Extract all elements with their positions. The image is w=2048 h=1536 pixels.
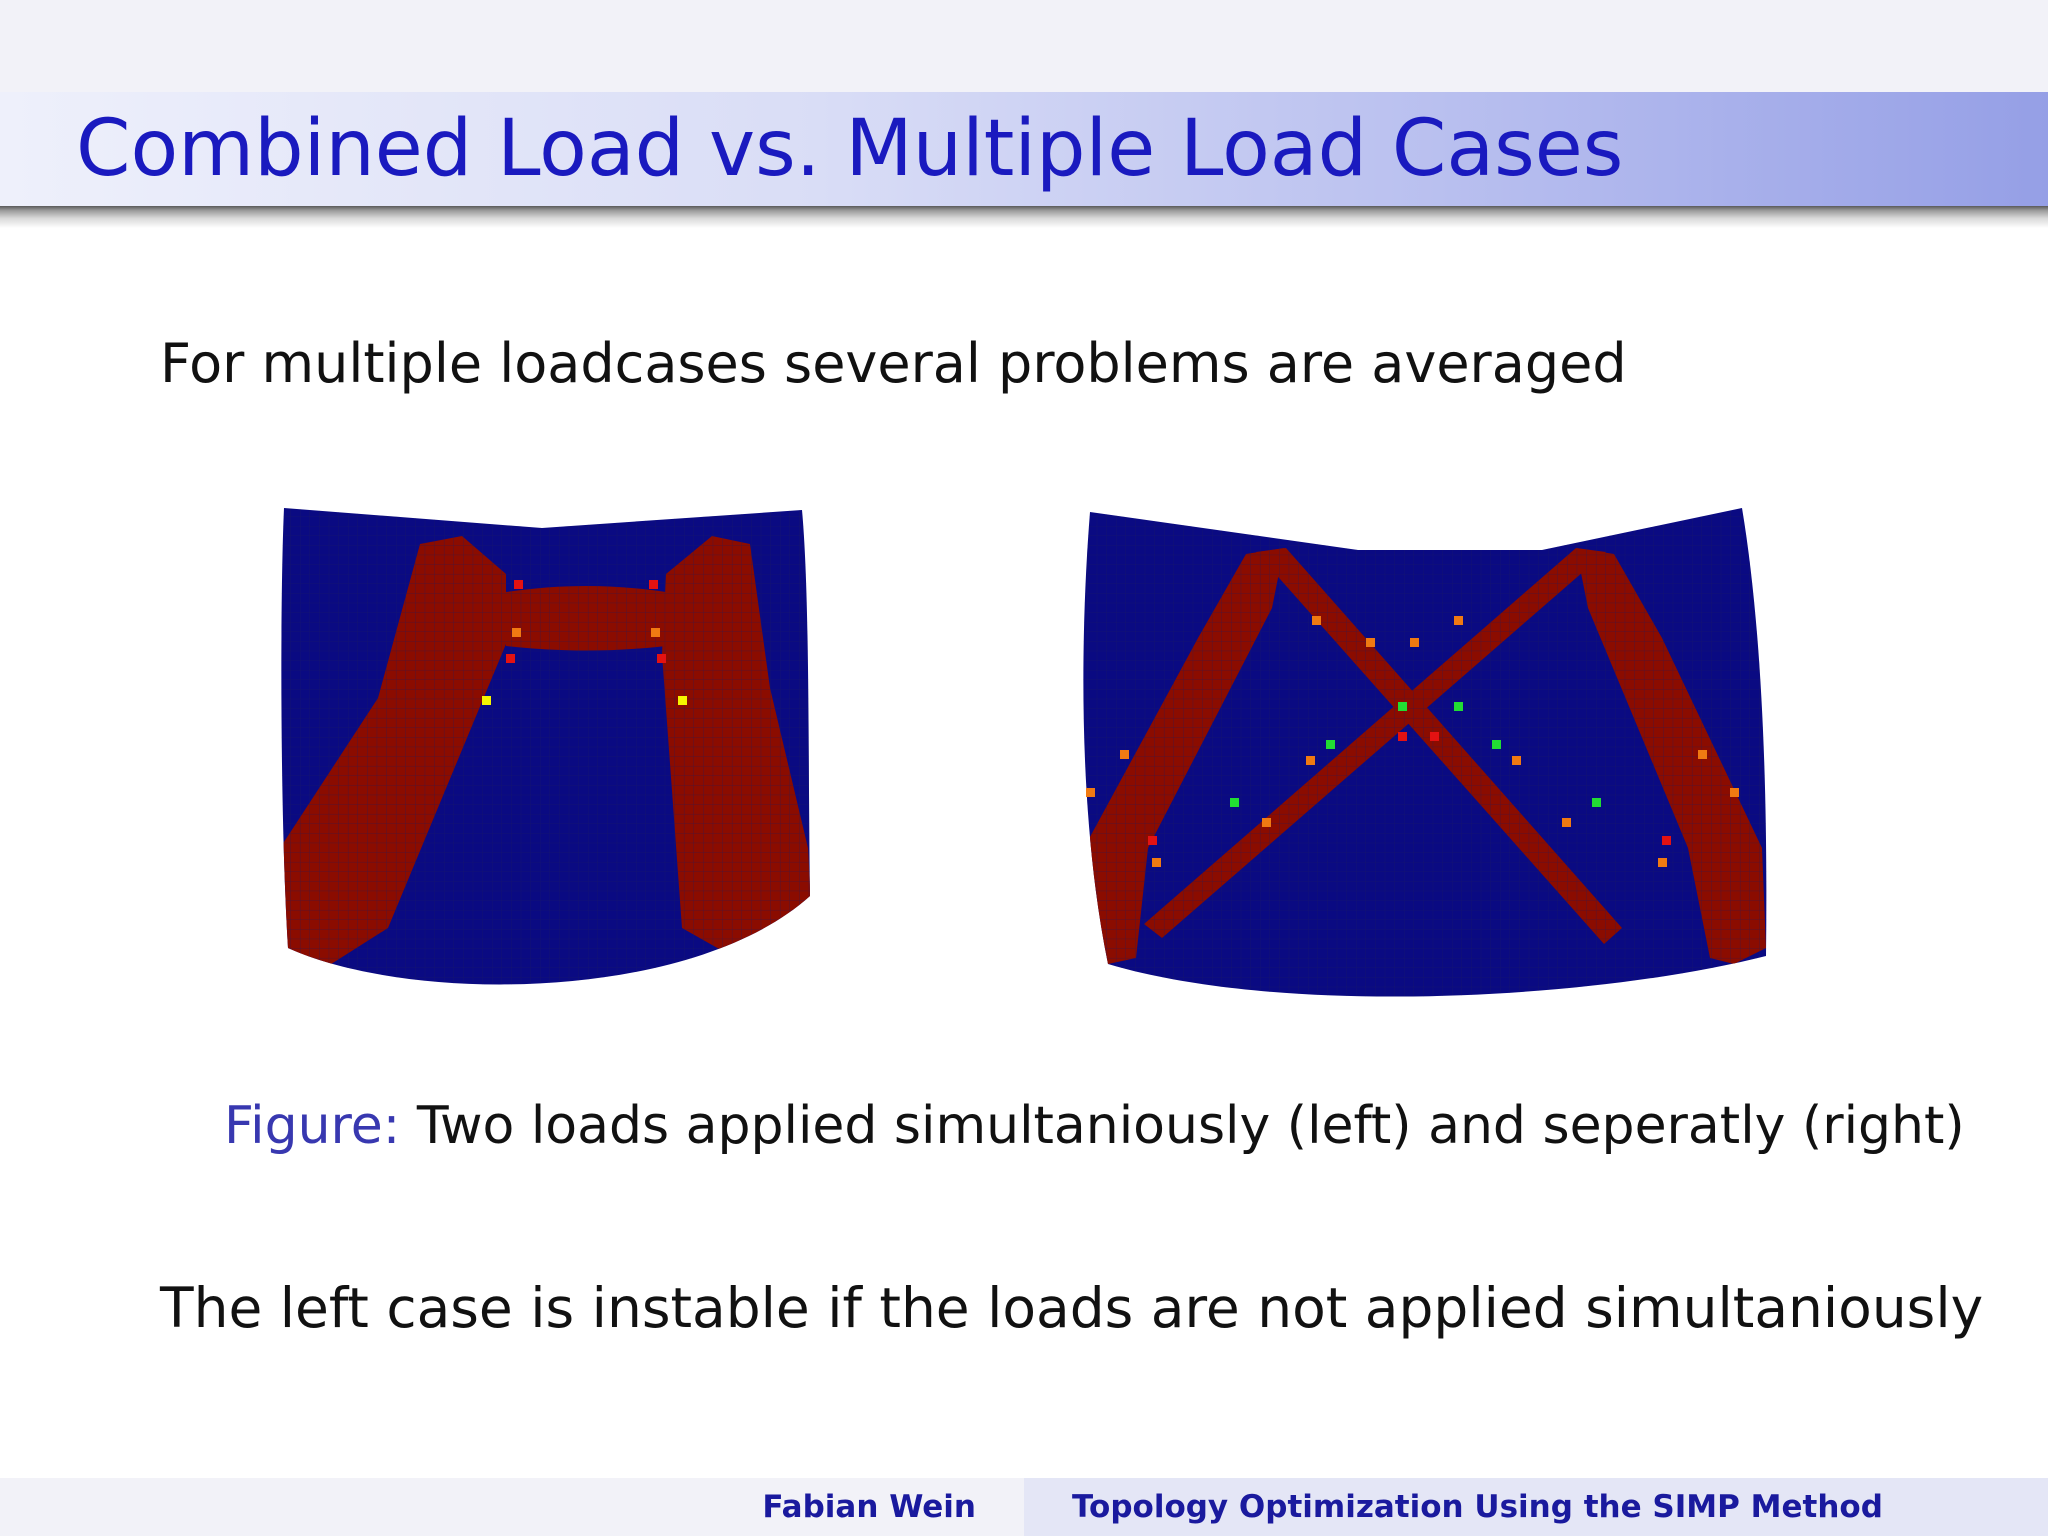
gray-cell: [1398, 702, 1407, 711]
gray-cell: [657, 654, 666, 663]
gray-cell: [1120, 750, 1129, 759]
topology-figure: [281, 508, 1767, 997]
gray-cell: [512, 628, 521, 637]
gray-cell: [1366, 638, 1375, 647]
caption-label: Figure:: [224, 1096, 401, 1156]
gray-cell: [506, 654, 515, 663]
gray-cell: [1312, 616, 1321, 625]
gray-cell: [482, 696, 491, 705]
footer-author: Fabian Wein: [0, 1478, 1024, 1536]
gray-cell: [678, 696, 687, 705]
gray-cell: [1698, 750, 1707, 759]
gray-cell: [1430, 732, 1439, 741]
gray-cell: [1592, 798, 1601, 807]
gray-cell: [1562, 818, 1571, 827]
gray-cell: [1086, 788, 1095, 797]
right-topology: [1083, 508, 1767, 997]
gray-cell: [1230, 798, 1239, 807]
gray-cell: [1730, 788, 1739, 797]
gray-cell: [651, 628, 660, 637]
gray-cell: [1512, 756, 1521, 765]
top-strip: [0, 0, 2048, 92]
gray-cell: [1492, 740, 1501, 749]
left-topology: [281, 508, 811, 985]
gray-cell: [1658, 858, 1667, 867]
title-shadow: [0, 206, 2048, 228]
figure: [262, 488, 1802, 1048]
gray-cell: [1262, 818, 1271, 827]
gray-cell: [1454, 616, 1463, 625]
gray-cell: [1662, 836, 1671, 845]
gray-cell: [1148, 836, 1157, 845]
gray-cell: [1454, 702, 1463, 711]
gray-cell: [1398, 732, 1407, 741]
title-bar: [0, 92, 2048, 206]
gray-cell: [1306, 756, 1315, 765]
intro-text: For multiple loadcases several problems …: [160, 332, 1627, 395]
gray-cell: [649, 580, 658, 589]
footer-talk-title: Topology Optimization Using the SIMP Met…: [1024, 1478, 2048, 1536]
slide-title: Combined Load vs. Multiple Load Cases: [76, 104, 1624, 194]
gray-cell: [1152, 858, 1161, 867]
gray-cell: [514, 580, 523, 589]
conclusion-text: The left case is instable if the loads a…: [160, 1276, 1984, 1340]
gray-cell: [1410, 638, 1419, 647]
gray-cell: [1326, 740, 1335, 749]
caption-text: Two loads applied simultaniously (left) …: [416, 1096, 1965, 1156]
figure-caption: Figure: Two loads applied simultaniously…: [224, 1096, 1965, 1156]
footer: Fabian Wein Topology Optimization Using …: [0, 1478, 2048, 1536]
